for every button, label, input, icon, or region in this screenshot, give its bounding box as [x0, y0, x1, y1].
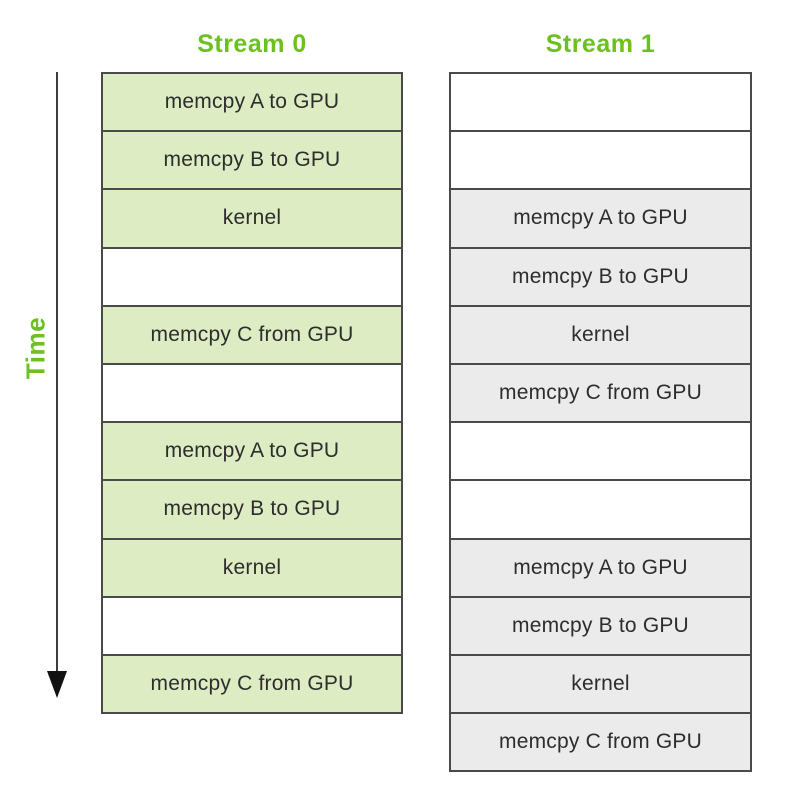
operation-box-memcpy-c-from-gpu: memcpy C from GPU — [103, 306, 401, 365]
time-arrow-down-icon — [47, 671, 67, 698]
time-axis-label: Time — [20, 316, 51, 380]
operation-box-memcpy-a-to-gpu: memcpy A to GPU — [103, 423, 401, 482]
operation-box-memcpy-c-from-gpu: memcpy C from GPU — [451, 364, 750, 424]
operation-label: kernel — [571, 671, 630, 695]
operation-box-kernel: kernel — [451, 655, 750, 715]
stream-1-rows: memcpy A to GPU memcpy B to GPU kernel memc… — [449, 72, 752, 773]
operation-label: memcpy B to GPU — [512, 264, 689, 288]
operation-box-memcpy-a-to-gpu: memcpy A to GPU — [451, 190, 750, 249]
stream-0-title: Stream 0 — [197, 30, 307, 58]
idle-box — [103, 597, 401, 656]
idle-box — [451, 423, 750, 482]
operation-label: memcpy B to GPU — [512, 613, 689, 637]
operation-label: memcpy C from GPU — [150, 671, 354, 695]
operation-box-memcpy-a-to-gpu: memcpy A to GPU — [103, 74, 401, 133]
operation-box-kernel: kernel — [451, 306, 750, 365]
stream-0-column: Stream 0 memcpy A to GPU memcpy B to GPU k… — [101, 30, 403, 715]
operation-label: memcpy C from GPU — [499, 381, 702, 405]
stream-1-column: Stream 1 memcpy A to GPU memcpy B to GPU k… — [449, 30, 752, 773]
operation-label: memcpy B to GPU — [163, 497, 341, 521]
stream-0-rows: memcpy A to GPU memcpy B to GPU kernel memc… — [101, 72, 403, 715]
operation-box-kernel: kernel — [103, 190, 401, 249]
operation-box-memcpy-a-to-gpu: memcpy A to GPU — [451, 539, 750, 598]
time-arrow-line — [56, 72, 58, 672]
operation-label: kernel — [571, 322, 630, 346]
operation-label: memcpy A to GPU — [513, 206, 688, 230]
operation-label: memcpy A to GPU — [513, 555, 688, 579]
idle-box — [451, 481, 750, 540]
idle-box — [103, 248, 401, 307]
idle-box — [451, 74, 750, 133]
stream-1-title: Stream 1 — [545, 30, 656, 58]
operation-box-memcpy-b-to-gpu: memcpy B to GPU — [103, 132, 401, 191]
operation-box-memcpy-b-to-gpu: memcpy B to GPU — [451, 248, 750, 307]
operation-label: memcpy A to GPU — [164, 90, 340, 114]
operation-label: memcpy B to GPU — [163, 148, 341, 172]
operation-box-memcpy-c-from-gpu: memcpy C from GPU — [451, 714, 750, 773]
operation-label: memcpy A to GPU — [164, 439, 340, 463]
operation-box-memcpy-c-from-gpu: memcpy C from GPU — [103, 655, 401, 715]
idle-box — [103, 364, 401, 424]
operation-label: memcpy C from GPU — [499, 730, 702, 754]
idle-box — [451, 132, 750, 191]
operation-box-memcpy-b-to-gpu: memcpy B to GPU — [451, 597, 750, 656]
operation-box-kernel: kernel — [103, 539, 401, 598]
operation-box-memcpy-b-to-gpu: memcpy B to GPU — [103, 481, 401, 540]
operation-label: kernel — [222, 206, 282, 230]
operation-label: memcpy C from GPU — [150, 322, 354, 346]
operation-label: kernel — [222, 555, 282, 579]
